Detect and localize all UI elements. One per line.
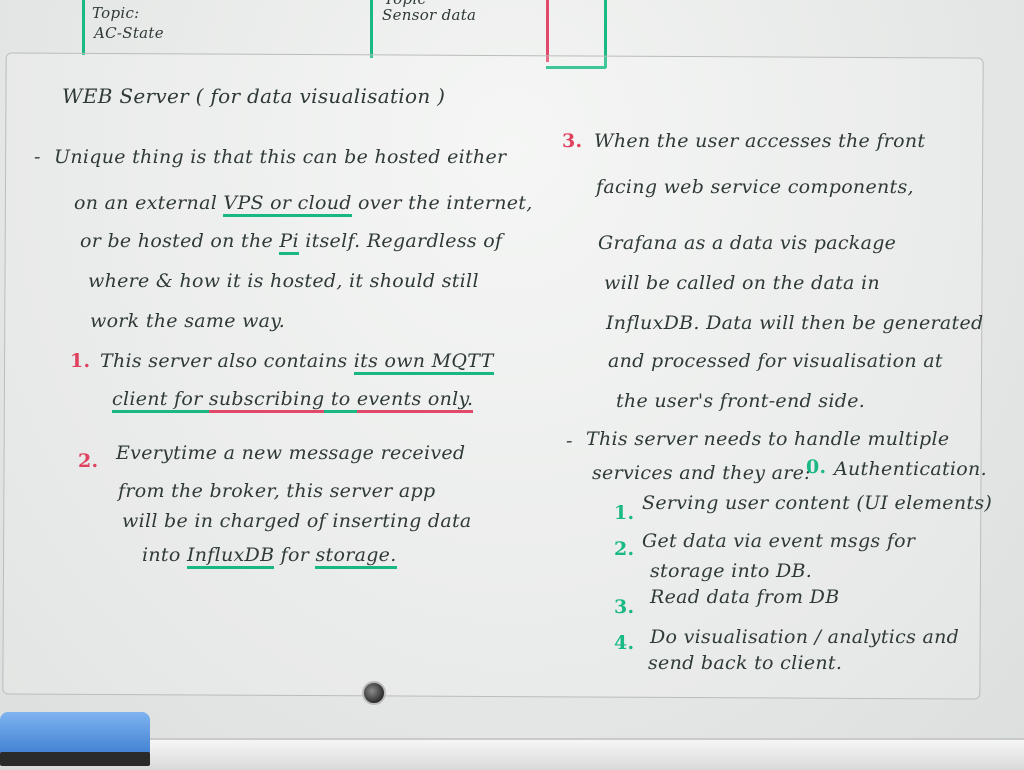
service-4-text: Do visualisation / analytics and: [650, 626, 960, 648]
green-arrow-left: [82, 0, 85, 55]
whiteboard: [0, 0, 1024, 740]
item-3-line-3: Grafana as a data vis package: [598, 232, 897, 254]
service-1-marker: 1.: [614, 502, 635, 524]
item-3-line-4: will be called on the data in: [604, 272, 880, 294]
green-line-right: [604, 0, 607, 68]
green-arrow-middle: [370, 0, 373, 58]
item-3-line-2: facing web service components,: [596, 176, 914, 198]
item-3-line-1: When the user accesses the front: [594, 130, 926, 152]
top-note-middle-2: Sensor data: [382, 6, 477, 24]
marker-tray: [0, 738, 1024, 770]
service-3-text: Read data from DB: [650, 586, 840, 608]
item-2-line-1: Everytime a new message received: [116, 442, 466, 464]
intro-line-3: or be hosted on the Pi itself. Regardles…: [80, 230, 502, 255]
item-3-line-7: the user's front-end side.: [616, 390, 866, 412]
service-2-text-2: storage into DB.: [650, 560, 813, 582]
whiteboard-eraser[interactable]: [0, 712, 150, 766]
services-dash: -: [566, 430, 573, 452]
intro-dash: -: [34, 146, 41, 168]
intro-line-4: where & how it is hosted, it should stil…: [88, 270, 479, 292]
service-0-marker: 0.: [806, 456, 827, 478]
item-3-line-6: and processed for visualisation at: [608, 350, 943, 372]
item-1-line-2: client for subscribing to events only.: [112, 388, 474, 413]
red-line-right: [546, 0, 549, 62]
service-4-marker: 4.: [614, 632, 635, 654]
intro-line-5: work the same way.: [90, 310, 286, 332]
green-connector: [546, 66, 606, 69]
board-title: WEB Server ( for data visualisation ): [62, 84, 446, 108]
services-line-1: This server needs to handle multiple: [586, 428, 950, 450]
item-2-marker: 2.: [78, 450, 99, 472]
item-1-marker: 1.: [70, 350, 91, 372]
service-0-text: Authentication.: [834, 458, 987, 480]
item-2-line-3: will be in charged of inserting data: [122, 510, 472, 532]
item-1-line-1: This server also contains its own MQTT: [100, 350, 494, 375]
service-4-text-2: send back to client.: [648, 652, 843, 674]
service-2-text: Get data via event msgs for: [642, 530, 916, 552]
top-note-middle-1: Topic: [384, 0, 426, 8]
item-2-line-4: into InfluxDB for storage.: [142, 544, 397, 569]
intro-line-1: Unique thing is that this can be hosted …: [54, 146, 507, 168]
item-2-line-2: from the broker, this server app: [118, 480, 436, 502]
top-note-left-1: Topic:: [92, 4, 140, 22]
board-pin: [362, 681, 386, 705]
intro-line-2: on an external VPS or cloud over the int…: [74, 192, 533, 217]
top-note-left-2: AC-State: [94, 24, 164, 42]
item-3-marker: 3.: [562, 130, 583, 152]
service-3-marker: 3.: [614, 596, 635, 618]
service-1-text: Serving user content (UI elements): [642, 492, 993, 514]
service-2-marker: 2.: [614, 538, 635, 560]
services-line-2: services and they are:: [592, 462, 811, 484]
item-3-line-5: InfluxDB. Data will then be generated: [606, 312, 984, 334]
